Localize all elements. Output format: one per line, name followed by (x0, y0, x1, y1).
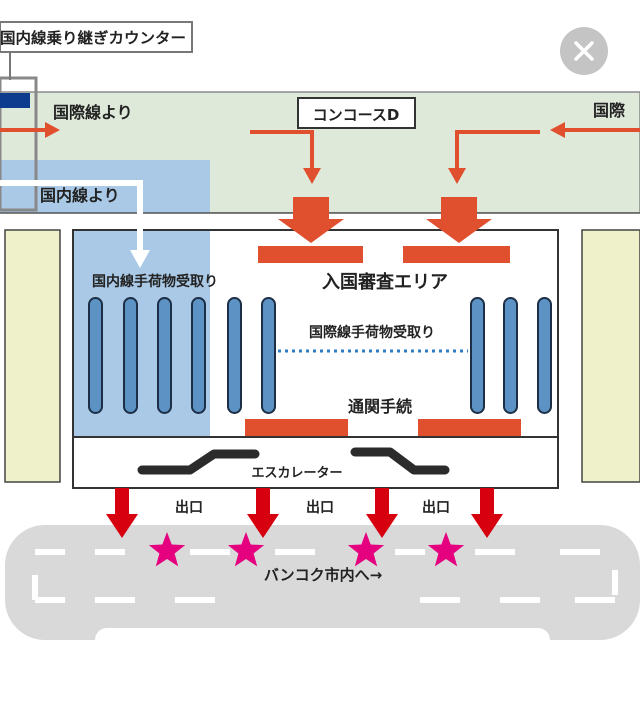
arrow-to-immigration-left (258, 197, 363, 263)
side-panel-left (4, 229, 61, 483)
to-bangkok-label: バンコク市内へ→ (264, 566, 382, 584)
arrow-from-international-right (550, 122, 640, 138)
road-lane-markings (32, 549, 618, 603)
customs-label: 通関手続 (348, 397, 412, 416)
exit-arrows (106, 488, 503, 538)
star-icon (148, 532, 186, 567)
from-international-left-label: 国際線より (53, 103, 133, 122)
close-button[interactable] (560, 27, 608, 75)
arrow-concourse-right (448, 130, 540, 184)
transfer-counter-label: 国内線乗り継ぎカウンター (0, 29, 186, 47)
transfer-counter (0, 93, 30, 108)
customs-counter-left (245, 419, 348, 436)
domestic-baggage-label: 国内線手荷物受取り (92, 273, 218, 290)
star-icon (347, 532, 385, 567)
from-domestic-label: 国内線より (40, 186, 120, 205)
domestic-carousels (88, 297, 206, 414)
exit-label-3: 出口 (422, 499, 450, 516)
immigration-label: 入国審査エリア (322, 271, 448, 293)
escalator-label: エスカレーター (251, 466, 342, 481)
road-inner-gap (95, 628, 550, 658)
international-carousels (227, 297, 552, 414)
arrow-concourse-left (250, 130, 321, 184)
star-icon (148, 532, 465, 567)
customs-counter-right (418, 419, 521, 436)
arrow-to-immigration-right (403, 197, 510, 263)
close-icon (574, 41, 594, 61)
arrow-from-international-left (0, 122, 60, 138)
from-international-right-label: 国際 (593, 101, 626, 120)
transfer-counter-label-box (0, 21, 193, 53)
star-icon (427, 532, 465, 567)
exit-label-1: 出口 (175, 499, 203, 516)
exit-label-2: 出口 (306, 499, 334, 516)
escalator-right (350, 447, 450, 475)
star-icon (227, 532, 265, 567)
escalator-left (137, 449, 260, 475)
arrow-from-domestic (0, 180, 150, 268)
concourse-label: コンコースD (313, 106, 400, 124)
side-panel-right (581, 229, 640, 483)
concourse-label-box (297, 97, 416, 129)
international-baggage-label: 国際線手荷物受取り (309, 324, 435, 341)
transfer-counter-frame (0, 76, 38, 212)
